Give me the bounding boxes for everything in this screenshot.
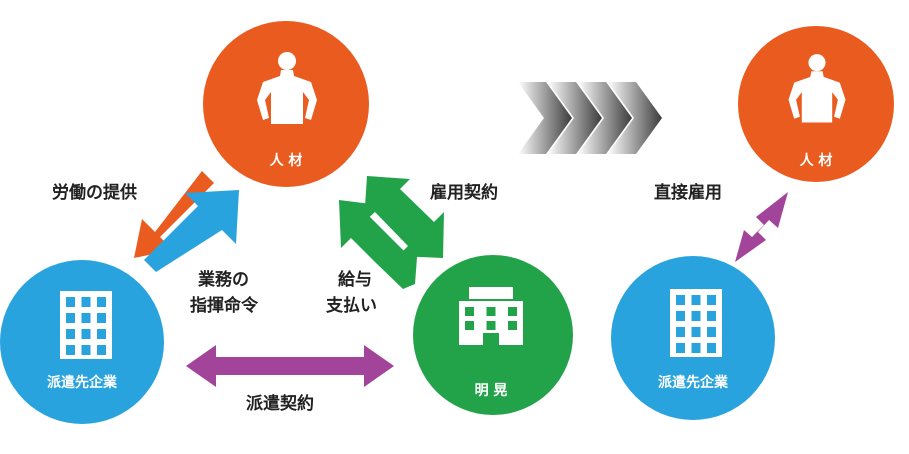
dispatch-company-left-label: 派遣先企業 <box>47 375 117 391</box>
salary-label-line1: 給与 <box>338 270 372 290</box>
labor-label: 労働の提供 <box>52 183 137 203</box>
employment-arrow <box>364 176 444 258</box>
transition-chevrons <box>518 82 662 154</box>
salary-arrow <box>339 200 418 289</box>
office-building-icon <box>459 287 523 345</box>
akira-node <box>413 255 573 415</box>
direct-employment-arrow <box>735 192 788 262</box>
direct-employment-label: 直接雇用 <box>654 183 722 203</box>
worker-left-label: 人 材 <box>269 153 303 169</box>
company-node-right <box>611 256 775 420</box>
company-right-label: 派遣先企業 <box>658 375 728 391</box>
instruction-label-line1: 業務の <box>198 270 249 290</box>
worker-right-label: 人 材 <box>799 153 833 169</box>
salary-label-line2: 支払い <box>326 296 377 316</box>
dispatch-contract-label: 派遣契約 <box>246 394 314 414</box>
worker-node-right <box>738 26 894 182</box>
worker-node-left <box>203 21 369 187</box>
building-icon <box>670 289 722 357</box>
dispatch-company-node-left <box>0 260 164 424</box>
employment-label: 雇用契約 <box>430 183 498 203</box>
instruction-label-line2: 指揮命令 <box>190 296 258 316</box>
akira-label: 明 晃 <box>474 383 508 399</box>
dispatch-contract-arrow <box>186 345 394 387</box>
building-icon <box>60 291 112 359</box>
instruction-arrow <box>144 190 239 272</box>
